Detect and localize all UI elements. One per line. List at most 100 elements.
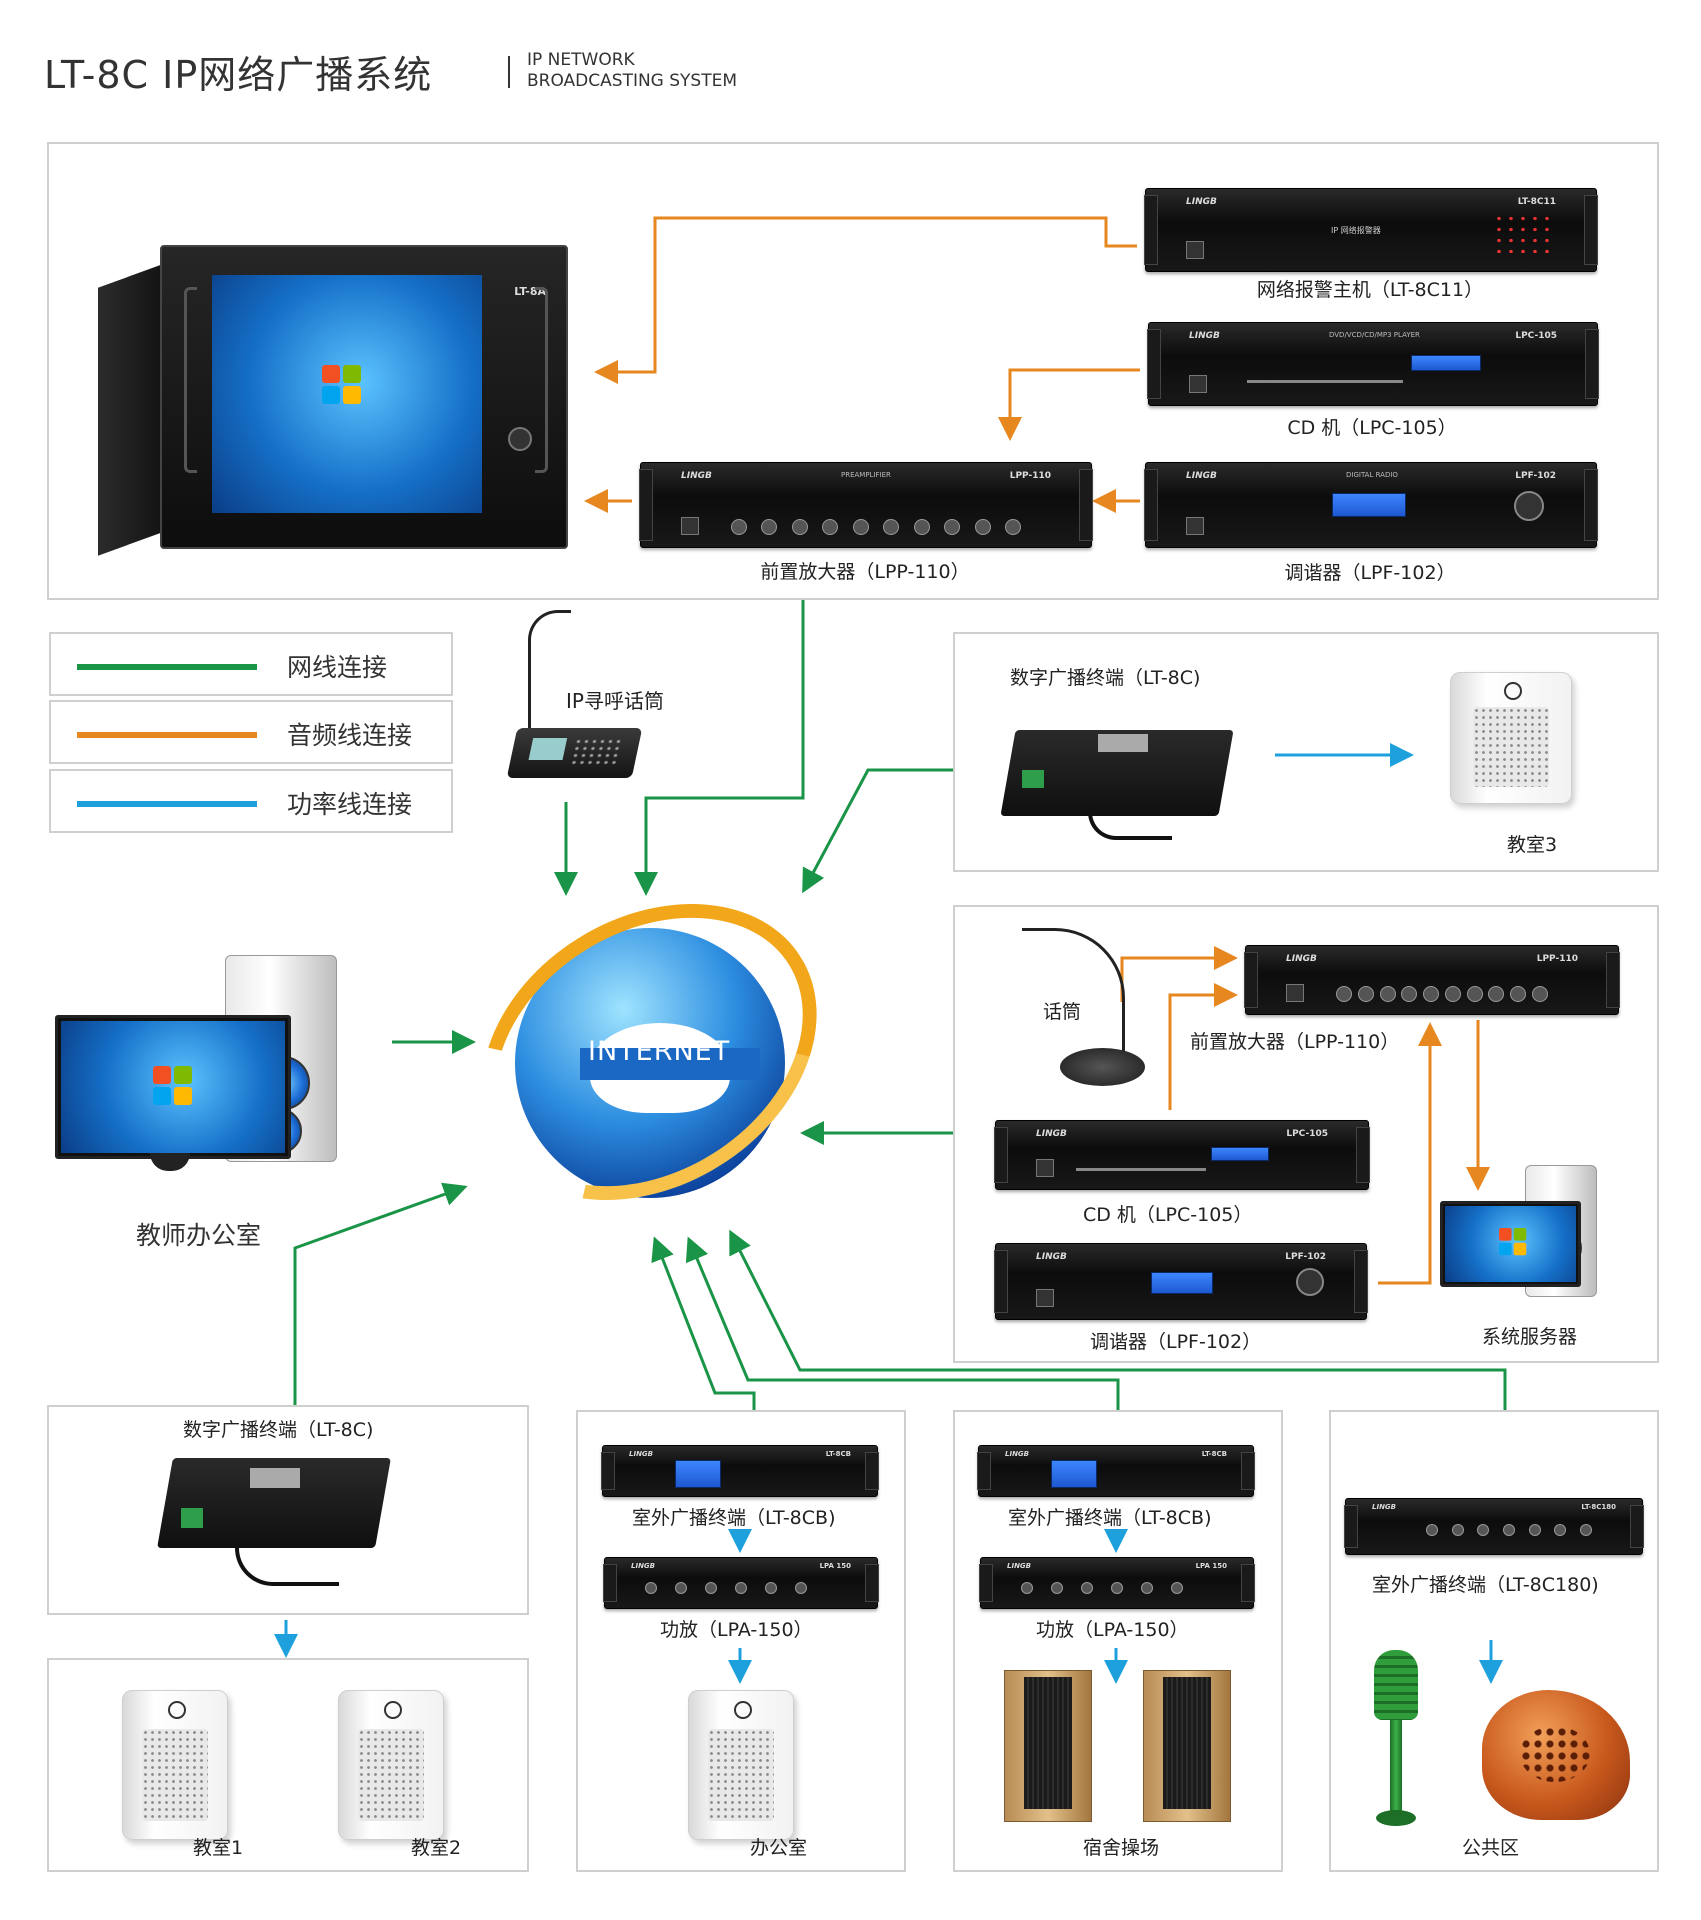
amp-knobs	[1021, 1582, 1183, 1598]
cd-label: CD 机（LPC-105）	[1287, 417, 1457, 439]
column-speaker-left	[1004, 1670, 1092, 1822]
preamp-panel-text: PREAMPLIFIER	[841, 471, 891, 479]
mic-base	[506, 728, 643, 778]
amp-knobs	[645, 1582, 807, 1598]
volume-knob	[1510, 986, 1527, 1002]
tuner-knob	[1514, 491, 1544, 521]
brand-logo: LINGB	[1286, 954, 1317, 964]
legend-audio-label: 音频线连接	[287, 721, 413, 750]
device-cd-lpc105: LINGB LPC-105 DVD/VCD/CD/MP3 PLAYER	[1147, 322, 1599, 406]
legend-power-label: 功率线连接	[287, 790, 413, 819]
volume-knob	[944, 519, 961, 535]
speaker-grill	[1162, 1677, 1212, 1809]
lawn-speaker-head	[1374, 1650, 1418, 1720]
rack-ear-right	[1354, 1250, 1368, 1313]
internet-label: INTERNET	[588, 1036, 731, 1067]
brand-logo: LINGB	[1036, 1252, 1067, 1262]
brand-logo: LINGB	[1186, 197, 1217, 207]
line-dorm-to-internet	[685, 1236, 1120, 1410]
line-alarm-to-server	[594, 216, 1137, 384]
brand-logo-icon	[1504, 682, 1522, 701]
wall-speaker-class1	[122, 1690, 228, 1840]
speaker-grill	[1520, 1726, 1590, 1782]
volume-knob	[883, 519, 900, 535]
teacher-office-label: 教师办公室	[136, 1221, 262, 1250]
speaker-grill	[1023, 1677, 1073, 1809]
rack-ear-right	[1630, 1505, 1644, 1548]
device-cd2-lpc105: LINGB LPC-105	[994, 1120, 1370, 1190]
volume-knob	[1528, 1524, 1541, 1536]
rack-ear-right	[1584, 195, 1598, 265]
brand-logo: LINGB	[1007, 1562, 1032, 1570]
volume-knob	[761, 519, 778, 535]
terminal-lt8c-right	[1000, 712, 1234, 840]
brand-logo-icon	[734, 1701, 752, 1720]
mic-gooseneck	[528, 610, 571, 743]
display-screen	[1211, 1147, 1269, 1161]
brand-logo: LINGB	[1189, 331, 1220, 341]
right-terminal-label: 数字广播终端（LT-8C)	[1010, 667, 1201, 689]
legend-audio: 音频线连接	[49, 700, 453, 764]
volume-knob	[1554, 1524, 1567, 1536]
rack-ear-right	[1241, 1452, 1255, 1490]
server-power-knob	[508, 427, 532, 451]
classroom1-label: 教室1	[193, 1837, 244, 1859]
volume-knob	[1021, 1582, 1033, 1594]
volume-knob	[1451, 1524, 1464, 1536]
brand-logo-icon	[168, 1701, 186, 1720]
volume-knob	[822, 519, 839, 535]
server-lt8a: LT-8A	[98, 245, 568, 556]
device-outdoor-terminal-public: LINGB LT-8C180	[1344, 1498, 1644, 1555]
power-switch-icon	[681, 517, 699, 535]
public-label: 公共区	[1462, 1837, 1520, 1859]
volume-knob	[1379, 986, 1396, 1002]
volume-knob	[731, 519, 747, 535]
rack-ear-left	[1244, 952, 1258, 1008]
terminal-connector	[1022, 770, 1044, 788]
dorm-amp-label: 功放（LPA-150）	[1036, 1619, 1189, 1641]
lawn-speaker-base	[1376, 1810, 1416, 1826]
rock-speaker	[1482, 1690, 1630, 1820]
device-amp-dorm: LINGB LPA 150	[979, 1557, 1255, 1609]
classroom2-label: 教室2	[411, 1837, 462, 1859]
brand-logo: LINGB	[681, 471, 712, 481]
rack-ear-left	[1144, 195, 1158, 265]
volume-knob	[1141, 1582, 1153, 1594]
wall-speaker-class2	[338, 1690, 444, 1840]
volume-knob	[1051, 1582, 1063, 1594]
windows-logo-icon	[153, 1066, 193, 1106]
volume-knob	[1502, 1524, 1515, 1536]
title-divider	[508, 56, 510, 88]
power-switch-icon	[1286, 984, 1304, 1002]
display-screen	[1411, 355, 1481, 371]
mic-paging-label: IP寻呼话筒	[566, 689, 664, 713]
preamp2-label: 前置放大器（LPP-110）	[1190, 1031, 1400, 1053]
alarm-led-grid	[1493, 213, 1551, 259]
rack-ear-left	[994, 1250, 1008, 1313]
alarm-label: 网络报警主机（LT-8C11）	[1256, 279, 1484, 301]
rack-ear-right	[865, 1564, 879, 1602]
rack-ear-left	[601, 1452, 615, 1490]
display-screen	[1332, 493, 1406, 517]
wall-speaker-office	[688, 1690, 794, 1840]
amp-knobs	[1426, 1524, 1592, 1540]
line-terminal-to-internet	[802, 768, 953, 894]
pc-screen	[1445, 1206, 1576, 1282]
rack-ear-left	[979, 1564, 993, 1602]
brand-logo: LINGB	[1036, 1129, 1067, 1139]
rack-ear-left	[1344, 1505, 1358, 1548]
desk-mic	[1010, 928, 1150, 1098]
line-tuner2-to-server	[1378, 1022, 1442, 1285]
volume-knob	[1579, 1524, 1592, 1536]
windows-logo-icon	[1499, 1228, 1527, 1256]
power-switch-icon	[1186, 241, 1204, 259]
disc-tray	[1247, 380, 1403, 383]
pc-monitor	[1440, 1201, 1581, 1287]
power-cable	[1088, 812, 1172, 840]
line-cd-to-preamp	[998, 368, 1140, 441]
office-amp-label: 功放（LPA-150）	[660, 1619, 813, 1641]
rack-ear-right	[1241, 1564, 1255, 1602]
dorm-terminal-label: 室外广播终端（LT-8CB)	[1008, 1507, 1212, 1529]
mic-keypad	[569, 738, 626, 766]
line-public-to-internet	[729, 1229, 1507, 1410]
